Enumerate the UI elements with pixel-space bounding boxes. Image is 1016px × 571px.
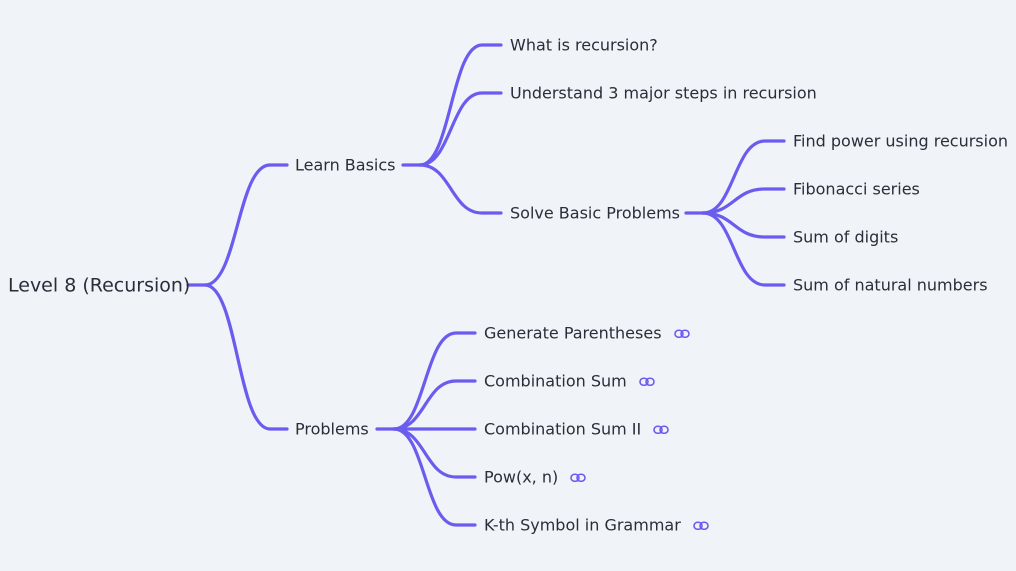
- connector-solve-basic-child: [701, 211, 786, 287]
- node-combination-sum[interactable]: Combination Sum: [484, 371, 655, 392]
- node-combination-sum-ii[interactable]: Combination Sum II: [484, 419, 670, 440]
- connector-solve-basic-child: [701, 187, 786, 215]
- node-label: Solve Basic Problems: [510, 203, 680, 223]
- node-label: Combination Sum: [484, 371, 627, 391]
- connector-solve-basic-child: [701, 139, 786, 215]
- node-what-is-recursion[interactable]: What is recursion?: [510, 35, 658, 56]
- node-generate-parentheses[interactable]: Generate Parentheses: [484, 323, 690, 344]
- connector-problems-child: [392, 427, 477, 527]
- connector-learn-basics-child: [418, 163, 503, 215]
- connector-root-learn-basics: [203, 163, 289, 287]
- node-label: Combination Sum II: [484, 419, 642, 439]
- node-pow-x-n[interactable]: Pow(x, n): [484, 467, 587, 488]
- node-label: K-th Symbol in Grammar: [484, 515, 681, 535]
- node-label: Learn Basics: [295, 155, 396, 175]
- node-find-power[interactable]: Find power using recursion: [793, 131, 1008, 152]
- connector-learn-basics-child: [418, 91, 503, 167]
- node-label: Pow(x, n): [484, 467, 559, 487]
- node-label: Sum of natural numbers: [793, 275, 988, 295]
- node-fibonacci-series[interactable]: Fibonacci series: [793, 179, 920, 200]
- node-label: Fibonacci series: [793, 179, 920, 199]
- node-label: Generate Parentheses: [484, 323, 662, 343]
- link-icon[interactable]: [570, 472, 587, 482]
- node-sum-of-natural-numbers[interactable]: Sum of natural numbers: [793, 275, 988, 296]
- link-icon[interactable]: [693, 520, 709, 530]
- node-label: Sum of digits: [793, 227, 899, 247]
- link-icon[interactable]: [673, 328, 690, 338]
- node-problems[interactable]: Problems: [295, 419, 369, 440]
- link-icon[interactable]: [653, 424, 670, 434]
- link-icon[interactable]: [639, 376, 655, 386]
- node-label: What is recursion?: [510, 35, 658, 55]
- node-label: Find power using recursion: [793, 131, 1009, 151]
- node-understand-steps[interactable]: Understand 3 major steps in recursion: [510, 83, 817, 104]
- node-learn-basics[interactable]: Learn Basics: [295, 155, 396, 176]
- node-label: Problems: [295, 419, 369, 439]
- node-solve-basic-problems[interactable]: Solve Basic Problems: [510, 203, 680, 224]
- root-node-label: Level 8 (Recursion): [8, 274, 191, 297]
- node-kth-symbol-in-grammar[interactable]: K-th Symbol in Grammar: [484, 515, 709, 536]
- connector-root-problems: [203, 283, 289, 431]
- connector-problems-child: [392, 331, 477, 431]
- node-label: Understand 3 major steps in recursion: [510, 83, 817, 103]
- node-sum-of-digits[interactable]: Sum of digits: [793, 227, 898, 248]
- connector-problems-child: [392, 379, 477, 431]
- connector-learn-basics-child: [418, 43, 503, 167]
- root-node[interactable]: Level 8 (Recursion): [8, 273, 190, 298]
